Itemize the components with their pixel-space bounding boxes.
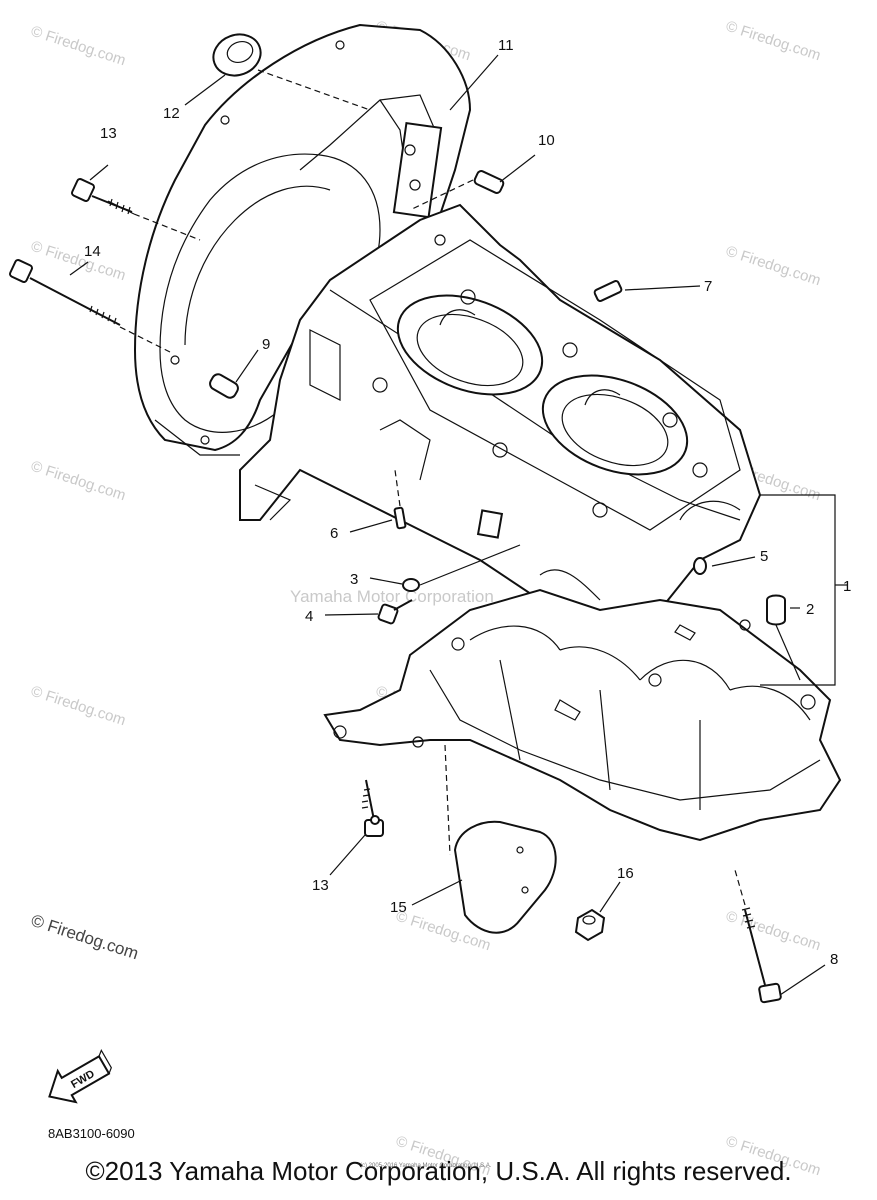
stud-part-7	[593, 280, 623, 302]
plug-part-2	[766, 594, 801, 681]
dowel-part-5	[693, 557, 707, 575]
bolt-part-13-upper	[71, 178, 201, 241]
pin-part-6	[393, 469, 407, 530]
lower-crankcase-part	[323, 588, 842, 842]
callout-4: 4	[305, 608, 313, 625]
part-callouts: 1 2 3 4 5 6 7 8 9 10 11 12 13 13 14 15 1…	[84, 37, 851, 968]
bolt-part-4	[377, 599, 413, 625]
watermark-firedog: © Firedog.com	[29, 238, 128, 285]
callout-6: 6	[330, 525, 338, 542]
callout-7: 7	[704, 278, 712, 295]
watermark-firedog: © Firedog.com	[29, 23, 128, 70]
callout-8: 8	[830, 951, 838, 968]
watermark-firedog-main: © Firedog.com	[29, 911, 141, 964]
callout-9: 9	[262, 336, 270, 353]
bolt-part-8	[734, 869, 782, 1004]
nut-part-16	[574, 908, 606, 942]
callout-3: 3	[350, 571, 358, 588]
oil-seal-part	[212, 33, 371, 111]
callout-5: 5	[760, 548, 768, 565]
bolt-part-14	[9, 259, 171, 353]
footer-small-copyright: (c) 2005-2016 Yamaha Motor Corporation, …	[360, 1163, 492, 1169]
callout-13-upper: 13	[100, 125, 117, 142]
watermark-firedog: © Firedog.com	[724, 243, 823, 290]
watermark-firedog: © Firedog.com	[724, 908, 823, 955]
callout-16: 16	[617, 865, 634, 882]
watermark-firedog: © Firedog.com	[29, 683, 128, 730]
callout-1: 1	[843, 578, 851, 595]
leader-lines	[69, 54, 848, 996]
callout-15: 15	[390, 899, 407, 916]
cover-plate-part-15	[444, 744, 557, 934]
forward-arrow-icon: FWD	[48, 1048, 112, 1104]
callout-13-lower: 13	[312, 877, 329, 894]
callout-12: 12	[163, 105, 180, 122]
crankcase-cover-part	[133, 23, 472, 456]
dowel-part-9	[209, 373, 239, 399]
watermark-firedog: © Firedog.com	[29, 458, 128, 505]
watermark-yamaha: Yamaha Motor Corporation	[290, 587, 494, 606]
callout-10: 10	[538, 132, 555, 149]
dowel-pin-part-10	[409, 170, 505, 211]
callout-14: 14	[84, 243, 101, 260]
copyright-footer: ©2013 Yamaha Motor Corporation, U.S.A. A…	[85, 1156, 792, 1186]
bolt-part-13-lower	[361, 779, 384, 837]
callout-2: 2	[806, 601, 814, 618]
diagram-code: 8AB3100-6090	[48, 1126, 135, 1141]
callout-11: 11	[498, 37, 514, 54]
washer-part-3	[402, 544, 521, 592]
watermark-firedog: © Firedog.com	[724, 18, 823, 65]
